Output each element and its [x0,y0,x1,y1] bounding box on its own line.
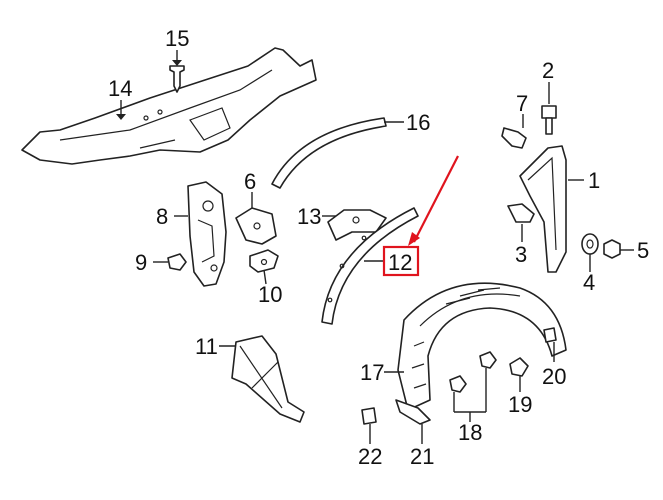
part-18-screws [449,351,497,393]
callout-4: 4 [583,270,595,295]
callout-7: 7 [516,91,528,116]
part-3-bolt [507,203,535,223]
part-2-bolt [541,105,557,135]
callout-9: 9 [135,250,147,275]
callout-1: 1 [588,168,600,193]
callout-19: 19 [508,392,532,417]
callout-13: 13 [297,204,321,229]
part-10-bracket [249,249,279,273]
callout-labels: 15 14 16 6 8 9 10 13 12 11 1 2 7 3 4 5 1… [108,26,649,469]
part-13-bracket [327,209,387,241]
part-1-bracket [519,145,567,273]
arrowhead-15 [172,60,182,66]
part-11-frame [231,335,305,423]
callout-22: 22 [358,444,382,469]
callout-8: 8 [156,204,168,229]
part-6-bracket [235,207,277,245]
part-8-bracket [187,181,227,287]
callout-21: 21 [410,444,434,469]
callout-3: 3 [515,242,527,267]
part-22-clip [361,407,377,425]
part-19-clip [509,357,529,377]
highlight-12 [382,155,459,277]
callout-18: 18 [458,420,482,445]
callout-20: 20 [542,364,566,389]
highlight-box [382,245,420,277]
part-14-rail [21,47,317,165]
highlight-arrow [413,155,459,243]
callout-12: 12 [388,250,412,275]
part-21-bracket [395,399,431,425]
callout-15: 15 [165,26,189,51]
part-20-clip [543,327,557,343]
leader-10 [263,269,267,285]
callout-10: 10 [258,282,282,307]
part-15-clip [169,65,185,93]
part-12-liner [321,207,419,325]
callout-6: 6 [244,169,256,194]
callout-2: 2 [542,58,554,83]
part-7-bolt [501,127,527,149]
callout-14: 14 [108,76,132,101]
part-5-nut [603,239,621,259]
callout-16: 16 [406,110,430,135]
leader-lines [116,50,634,444]
callout-11: 11 [195,334,218,359]
callout-17: 17 [360,360,384,385]
part-17-fender-liner [397,282,567,411]
part-4-washer [581,233,599,255]
part-16-strip [271,117,387,189]
arrowhead-14 [116,114,126,120]
highlight-arrowhead [408,232,420,246]
part-9-grommet [167,253,187,271]
callout-5: 5 [637,238,649,263]
